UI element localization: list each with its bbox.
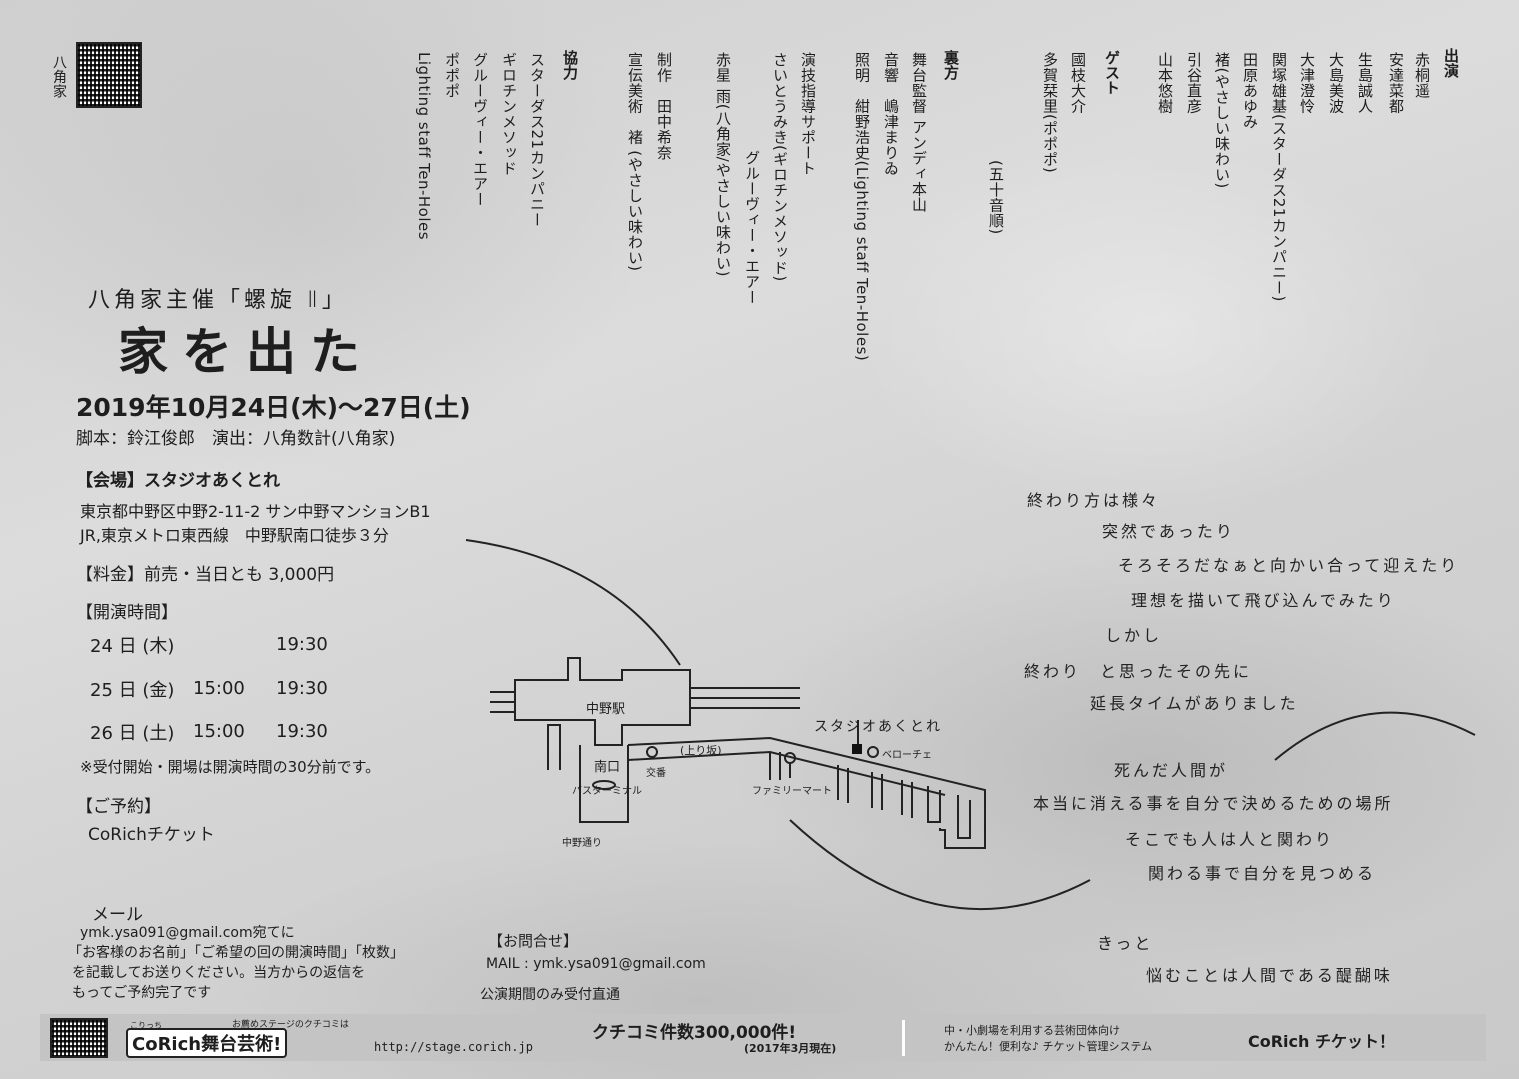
presenter-line: 八角家主催「螺旋 Ⅱ」 bbox=[88, 288, 348, 313]
mail-line[interactable]: ymk.ysa091@gmail.com宛てに bbox=[80, 925, 295, 941]
poem-line: 悩むことは人間である醍醐味 bbox=[1146, 966, 1393, 985]
staff-member: 照明 紺野浩史(Lighting staff Ten-Holes) bbox=[853, 52, 871, 362]
page-title: 家を出た bbox=[118, 323, 374, 381]
footer-ticket-line: 中・小劇場を利用する芸術団体向け bbox=[944, 1024, 1120, 1037]
map-label-south-exit: 南口 bbox=[594, 760, 621, 775]
cast-member: 生島誠人 bbox=[1356, 52, 1374, 114]
showtime-day: 25 日 (金) bbox=[90, 680, 175, 701]
showtime-heading: 【開演時間】 bbox=[76, 603, 178, 623]
guest-heading: ゲスト bbox=[1103, 50, 1121, 95]
poem-line: 終わり方は様々 bbox=[1027, 491, 1161, 510]
mail-line: 「お客様のお名前」「ご希望の回の開演時間」「枚数」 bbox=[68, 945, 404, 961]
reservation-heading: 【ご予約】 bbox=[76, 797, 161, 817]
poem-line: きっと bbox=[1097, 934, 1154, 953]
poem-line: 延長タイムがありました bbox=[1090, 694, 1299, 713]
staff-member: 赤星 雨(八角家/やさしい味わい) bbox=[714, 52, 732, 278]
troupe-vertical-name: 八角家 bbox=[51, 55, 67, 99]
footer-url-link[interactable]: http://stage.corich.jp bbox=[374, 1040, 533, 1054]
cast-member: 関塚雄基(スターダス21カンパニー) bbox=[1270, 52, 1288, 302]
cast-member: 大島美波 bbox=[1327, 52, 1345, 114]
footer-ticket-brand-link[interactable]: CoRich チケット！ bbox=[1248, 1032, 1395, 1051]
poem-line: しかし bbox=[1105, 626, 1163, 645]
order-note: (五十音順) bbox=[987, 160, 1005, 235]
coop-member: ギロチンメソッド bbox=[500, 52, 518, 176]
coop-member: ポポポ bbox=[443, 52, 461, 99]
coop-heading: 協力 bbox=[561, 50, 579, 80]
guest-member: 國枝大介 bbox=[1069, 52, 1087, 114]
performance-dates: 2019年10月24日(木)～27日(土) bbox=[76, 393, 471, 422]
cast-member: 赤桐遥 bbox=[1413, 52, 1431, 99]
mail-line: もってご予約完了です bbox=[72, 985, 212, 1001]
contact-mail[interactable]: MAIL : ymk.ysa091@gmail.com bbox=[486, 956, 706, 972]
map-label-slope: (上り坂) bbox=[680, 744, 722, 757]
qr-code-icon[interactable] bbox=[76, 42, 142, 108]
footer-brand-link[interactable]: CoRich舞台芸術! bbox=[126, 1028, 288, 1058]
poem-line: 死んだ人間が bbox=[1114, 761, 1229, 780]
showtime-matinee: 15:00 bbox=[193, 678, 245, 699]
footer-ruby: こりっち bbox=[130, 1021, 162, 1030]
footer-review-count: クチコミ件数300,000件! bbox=[592, 1023, 797, 1043]
footer-tagline: お薦めステージのクチコミは bbox=[232, 1020, 349, 1030]
price-line: 【料金】前売・当日とも 3,000円 bbox=[76, 565, 335, 585]
staff-member: グルーヴィー・エアー bbox=[743, 150, 761, 305]
coop-member: グルーヴィー・エアー bbox=[471, 52, 489, 207]
poem-line: 突然であったり bbox=[1102, 522, 1235, 541]
staff-heading: 裏方 bbox=[942, 50, 960, 80]
map-label-studio: スタジオあくとれ bbox=[814, 719, 942, 735]
poem-line: 関わる事で自分を見つめる bbox=[1148, 864, 1377, 883]
map-label-nakano-street: 中野通り bbox=[562, 838, 602, 849]
poem-line: そこでも人は人と関わり bbox=[1125, 830, 1335, 849]
staff-member: 宣伝美術 褚 (やさしい味わい) bbox=[626, 52, 644, 272]
showtime-evening: 19:30 bbox=[276, 721, 328, 742]
cast-heading: 出演 bbox=[1442, 48, 1460, 78]
map-label-family-mart: ファミリーマート bbox=[752, 786, 832, 797]
map-label-belochet: ベローチェ bbox=[882, 750, 932, 761]
showtime-evening: 19:30 bbox=[276, 634, 328, 655]
venue-address: 東京都中野区中野2-11-2 サン中野マンションB1 bbox=[80, 502, 431, 521]
writers-line: 脚本：鈴江俊郎 演出：八角数計(八角家) bbox=[76, 429, 396, 449]
showtime-matinee: 15:00 bbox=[193, 721, 245, 742]
map-label-police-box: 交番 bbox=[646, 768, 666, 779]
staff-member: 舞台監督 アンディ本山 bbox=[910, 52, 928, 213]
map-label-bus-terminal: バスターミナル bbox=[572, 786, 642, 797]
poem-line: そろそろだなぁと向かい合って迎えたり bbox=[1118, 556, 1460, 575]
showtime-day: 26 日 (土) bbox=[90, 723, 175, 744]
coop-member: Lighting staff Ten-Holes bbox=[415, 52, 433, 241]
footer-divider bbox=[902, 1020, 905, 1056]
staff-member: 制作 田中希奈 bbox=[655, 52, 673, 161]
contact-note: 公演期間のみ受付直通 bbox=[480, 987, 620, 1003]
staff-member: 音響 嶋津まりゐ bbox=[882, 52, 900, 176]
poem-line: 本当に消える事を自分で決めるための場所 bbox=[1033, 794, 1394, 813]
footer-qr-icon[interactable] bbox=[50, 1018, 108, 1058]
staff-member: 演技指導サポート bbox=[799, 52, 817, 176]
coop-member: スターダス21カンパニー bbox=[528, 52, 546, 228]
poem-line: 終わり と思ったその先に bbox=[1024, 662, 1253, 681]
cast-member: 褚(やさしい味わい) bbox=[1213, 52, 1231, 189]
footer-count-note: (2017年3月現在) bbox=[744, 1042, 837, 1055]
staff-member: さいとうみき(ギロチンメソッド) bbox=[771, 52, 789, 282]
map-label-station: 中野駅 bbox=[586, 702, 626, 717]
venue-access: JR,東京メトロ東西線 中野駅南口徒歩３分 bbox=[80, 526, 389, 545]
showtime-evening: 19:30 bbox=[276, 678, 328, 699]
cast-member: 安達菜都 bbox=[1387, 52, 1405, 114]
reservation-method[interactable]: CoRichチケット bbox=[88, 825, 215, 845]
guest-member: 多賀栞里(ポポポ) bbox=[1041, 52, 1059, 174]
showtime-day: 24 日 (木) bbox=[90, 636, 175, 657]
cast-member: 引谷直彦 bbox=[1185, 52, 1203, 114]
footer-ticket-line: かんたん！便利な♪ チケット管理システム bbox=[944, 1040, 1153, 1053]
cast-member: 大津澄怜 bbox=[1298, 52, 1316, 114]
contact-heading: 【お問合せ】 bbox=[488, 932, 579, 950]
cast-member: 田原あゆみ bbox=[1241, 52, 1259, 130]
poem-line: 理想を描いて飛び込んでみたり bbox=[1131, 591, 1396, 610]
venue-label: 【会場】スタジオあくとれ bbox=[76, 471, 280, 491]
mail-heading: メール bbox=[92, 905, 143, 925]
cast-member: 山本悠樹 bbox=[1156, 52, 1174, 114]
mail-line: を記載してお送りください。当方からの返信を bbox=[72, 965, 366, 981]
reception-note: ※受付開始・開場は開演時間の30分前です。 bbox=[80, 758, 381, 776]
